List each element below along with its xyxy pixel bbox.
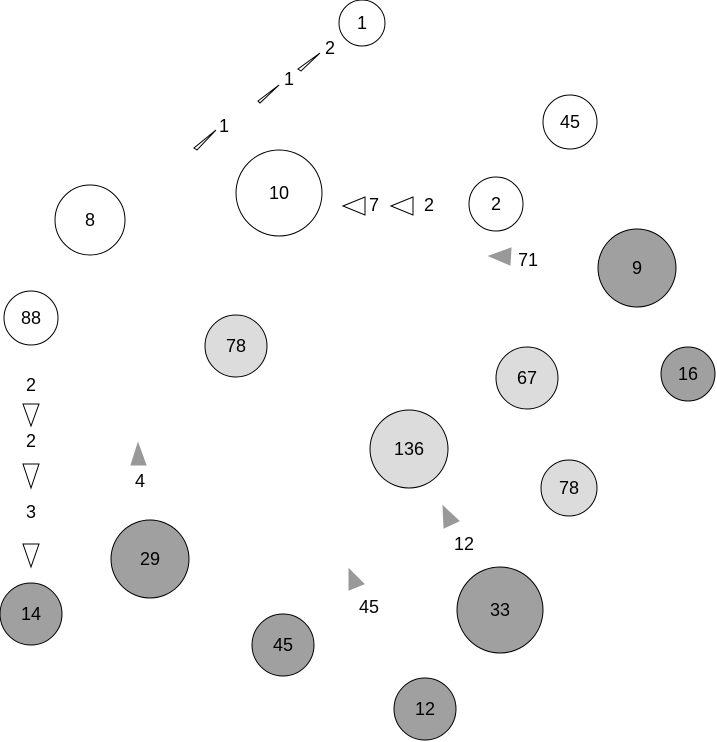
edge-weight-label: 7 [369, 195, 379, 215]
edge-weight-label: 45 [359, 597, 379, 617]
filled-arrow-icon [487, 247, 512, 266]
edge-weight-label: 2 [325, 38, 335, 58]
edge-weight-label: 4 [135, 471, 145, 491]
node: 16 [660, 346, 716, 402]
node-circle [3, 290, 59, 346]
node: 14 [0, 582, 63, 646]
edge-weight: 1 [257, 69, 294, 104]
edge-weight: 7 [341, 195, 379, 216]
node-label: 12 [415, 699, 435, 719]
node-circle [660, 346, 716, 402]
filled-arrow-icon [348, 567, 365, 591]
node-label: 78 [226, 336, 246, 356]
node-circle [369, 409, 449, 489]
node: 67 [495, 346, 559, 410]
hollow-arrow-icon [22, 403, 40, 428]
hollow-arrow-icon [341, 196, 366, 216]
edge-weight: 2 [22, 431, 40, 490]
node: 9 [597, 228, 677, 308]
node-label: 16 [678, 364, 698, 384]
node: 8 [54, 184, 126, 256]
node: 45 [251, 613, 315, 677]
filled-arrow-icon [442, 504, 460, 529]
node-circle [540, 459, 598, 517]
node-label: 88 [21, 308, 41, 328]
hollow-arrow-icon [22, 463, 40, 490]
node-label: 45 [273, 635, 293, 655]
node-circle [110, 519, 190, 599]
node-circle [338, 0, 386, 47]
edge-weight-label: 2 [26, 431, 36, 451]
node: 88 [3, 290, 59, 346]
node: 10 [235, 149, 323, 237]
node: 1 [338, 0, 386, 47]
edge-weight-label: 2 [26, 375, 36, 395]
node-circle [495, 346, 559, 410]
edge-weight: 1 [193, 116, 229, 151]
node: 136 [369, 409, 449, 489]
node-label: 78 [559, 478, 579, 498]
edge-weight: 71 [487, 247, 538, 270]
node-label: 136 [394, 439, 424, 459]
node-label: 33 [490, 600, 510, 620]
node: 78 [540, 459, 598, 517]
node: 78 [204, 314, 268, 378]
node-circle [251, 613, 315, 677]
edge-weight: 3 [22, 502, 40, 569]
node: 33 [456, 566, 544, 654]
edge-weight-label: 1 [219, 116, 229, 136]
node-label: 1 [357, 13, 367, 33]
node-label: 8 [85, 210, 95, 230]
edge-weight: 4 [130, 441, 147, 491]
edge-weight: 45 [348, 567, 379, 617]
node-label: 67 [517, 368, 537, 388]
arrows-layer: 2 1 1 7 2 71 2 2 3 4 12 45 [22, 38, 538, 617]
node-circle [204, 314, 268, 378]
hollow-arrow-icon [257, 84, 280, 104]
node-label: 9 [632, 258, 642, 278]
node-circle [468, 176, 524, 232]
node: 29 [110, 519, 190, 599]
edge-weight: 2 [389, 195, 434, 216]
node-label: 2 [491, 194, 501, 214]
edge-weight: 2 [297, 38, 335, 72]
node-circle [0, 582, 63, 646]
node-label: 10 [269, 183, 289, 203]
edge-weight-label: 71 [518, 250, 538, 270]
node-circle [393, 677, 457, 741]
hollow-arrow-icon [389, 196, 414, 216]
edge-weight-label: 3 [26, 502, 36, 522]
filled-arrow-icon [130, 441, 147, 466]
edge-weight: 12 [442, 504, 474, 554]
node: 2 [468, 176, 524, 232]
node-label: 29 [140, 549, 160, 569]
node-circle [54, 184, 126, 256]
node-circle [235, 149, 323, 237]
node-circle [597, 228, 677, 308]
edge-weight-label: 2 [424, 195, 434, 215]
node-label: 14 [21, 604, 41, 624]
node-label: 45 [560, 112, 580, 132]
node-circle [456, 566, 544, 654]
hollow-arrow-icon [22, 543, 40, 569]
node-circle [542, 94, 598, 150]
edge-weight: 2 [22, 375, 40, 428]
hollow-arrow-icon [297, 52, 321, 72]
node: 45 [542, 94, 598, 150]
hollow-arrow-icon [193, 129, 217, 151]
edge-weight-label: 1 [284, 69, 294, 89]
edge-weight-label: 12 [454, 534, 474, 554]
node: 12 [393, 677, 457, 741]
